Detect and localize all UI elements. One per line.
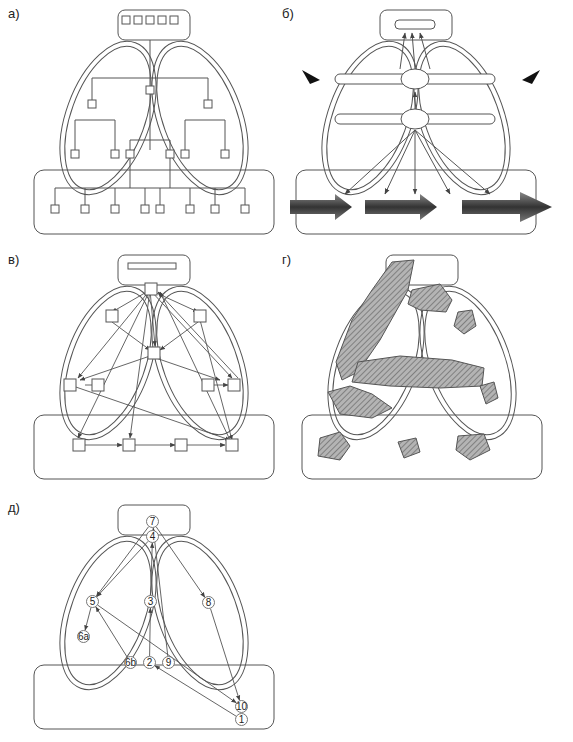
- pathway-arrow: [155, 666, 236, 716]
- pathway-arrow: [156, 527, 205, 597]
- pathway-arrow: [153, 528, 168, 656]
- step-number: 7: [150, 517, 156, 527]
- step-number: 3: [148, 597, 154, 607]
- step-number: 6a: [78, 632, 89, 642]
- step-circle: 1: [235, 713, 248, 726]
- pathway-arrow: [98, 605, 236, 703]
- step-number: 10: [236, 702, 247, 712]
- pathway-arrow: [85, 608, 91, 630]
- step-circle: 4: [146, 530, 159, 543]
- pathway-arrow: [96, 527, 148, 597]
- step-number: 5: [90, 597, 96, 607]
- step-circle: 3: [144, 595, 157, 608]
- pathway-arrow: [149, 608, 151, 656]
- panel-letter: д): [8, 500, 20, 515]
- panel-letter: в): [8, 252, 19, 267]
- step-number: 6b: [125, 658, 136, 668]
- step-number: 4: [150, 532, 156, 542]
- step-number: 1: [239, 715, 245, 725]
- step-circle: 7: [146, 515, 159, 528]
- step-circle: 2: [143, 656, 156, 669]
- step-circle: 6b: [124, 656, 137, 669]
- pathway-arrow: [211, 609, 240, 701]
- panel-letter: г): [282, 252, 291, 267]
- step-circle: 9: [162, 656, 175, 669]
- step-number: 2: [147, 658, 153, 668]
- step-circle: 8: [202, 596, 215, 609]
- pathway-arrow: [151, 543, 153, 595]
- step-circle: 5: [86, 595, 99, 608]
- step-number: 8: [206, 598, 212, 608]
- step-circle: 6a: [77, 630, 90, 643]
- pathway-arrow: [97, 541, 148, 596]
- panel-letter: б): [282, 6, 294, 21]
- panel-letter: а): [8, 6, 20, 21]
- step-circle: 10: [235, 700, 248, 713]
- step-number: 9: [166, 658, 172, 668]
